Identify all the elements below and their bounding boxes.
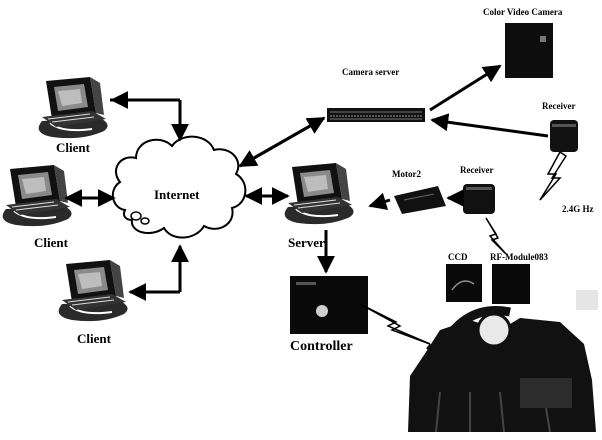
arrow-motor-to-server <box>370 200 390 206</box>
client-1-label: Client <box>56 141 90 154</box>
motor-label: Motor2 <box>392 170 421 179</box>
controller-label: Controller <box>290 340 353 354</box>
receiver-mid-label: Receiver <box>460 166 493 175</box>
controller-icon <box>290 276 368 334</box>
client-1-computer-icon <box>39 77 108 138</box>
frequency-label: 2.4G Hz <box>562 205 594 214</box>
rf-module-label: RF-Module083 <box>490 253 548 262</box>
camera-server-rack-icon <box>327 108 425 122</box>
wireless-bolt-controller-icon <box>360 304 430 344</box>
arrow-camera-server-to-internet <box>240 118 324 166</box>
wireless-bolt-rf-icon <box>486 218 506 254</box>
receiver-top-label: Receiver <box>542 102 575 111</box>
server-computer-icon <box>285 163 354 224</box>
client-2-label: Client <box>34 236 68 249</box>
receiver-mid-icon <box>463 184 495 214</box>
color-video-camera-icon <box>505 23 553 78</box>
client-3-label: Client <box>77 332 111 345</box>
camera-server-label: Camera server <box>342 68 399 77</box>
motor-board-icon <box>394 186 446 214</box>
client-2-computer-icon <box>3 165 72 226</box>
arrow-receiver-to-camera-server <box>432 120 548 136</box>
ccd-camera-icon <box>446 264 482 302</box>
receiver-top-icon <box>550 120 578 152</box>
client-3-computer-icon <box>59 260 128 321</box>
rf-module-icon <box>492 264 530 304</box>
ccd-label: CCD <box>448 253 468 262</box>
wireless-bolt-top-icon <box>540 152 566 200</box>
internet-label: Internet <box>154 188 200 201</box>
robot-photo-icon <box>408 290 598 432</box>
arrow-camera-server-to-camera <box>430 66 500 110</box>
color-video-camera-label: Color Video Camera <box>483 8 562 17</box>
server-label: Server <box>288 236 325 249</box>
